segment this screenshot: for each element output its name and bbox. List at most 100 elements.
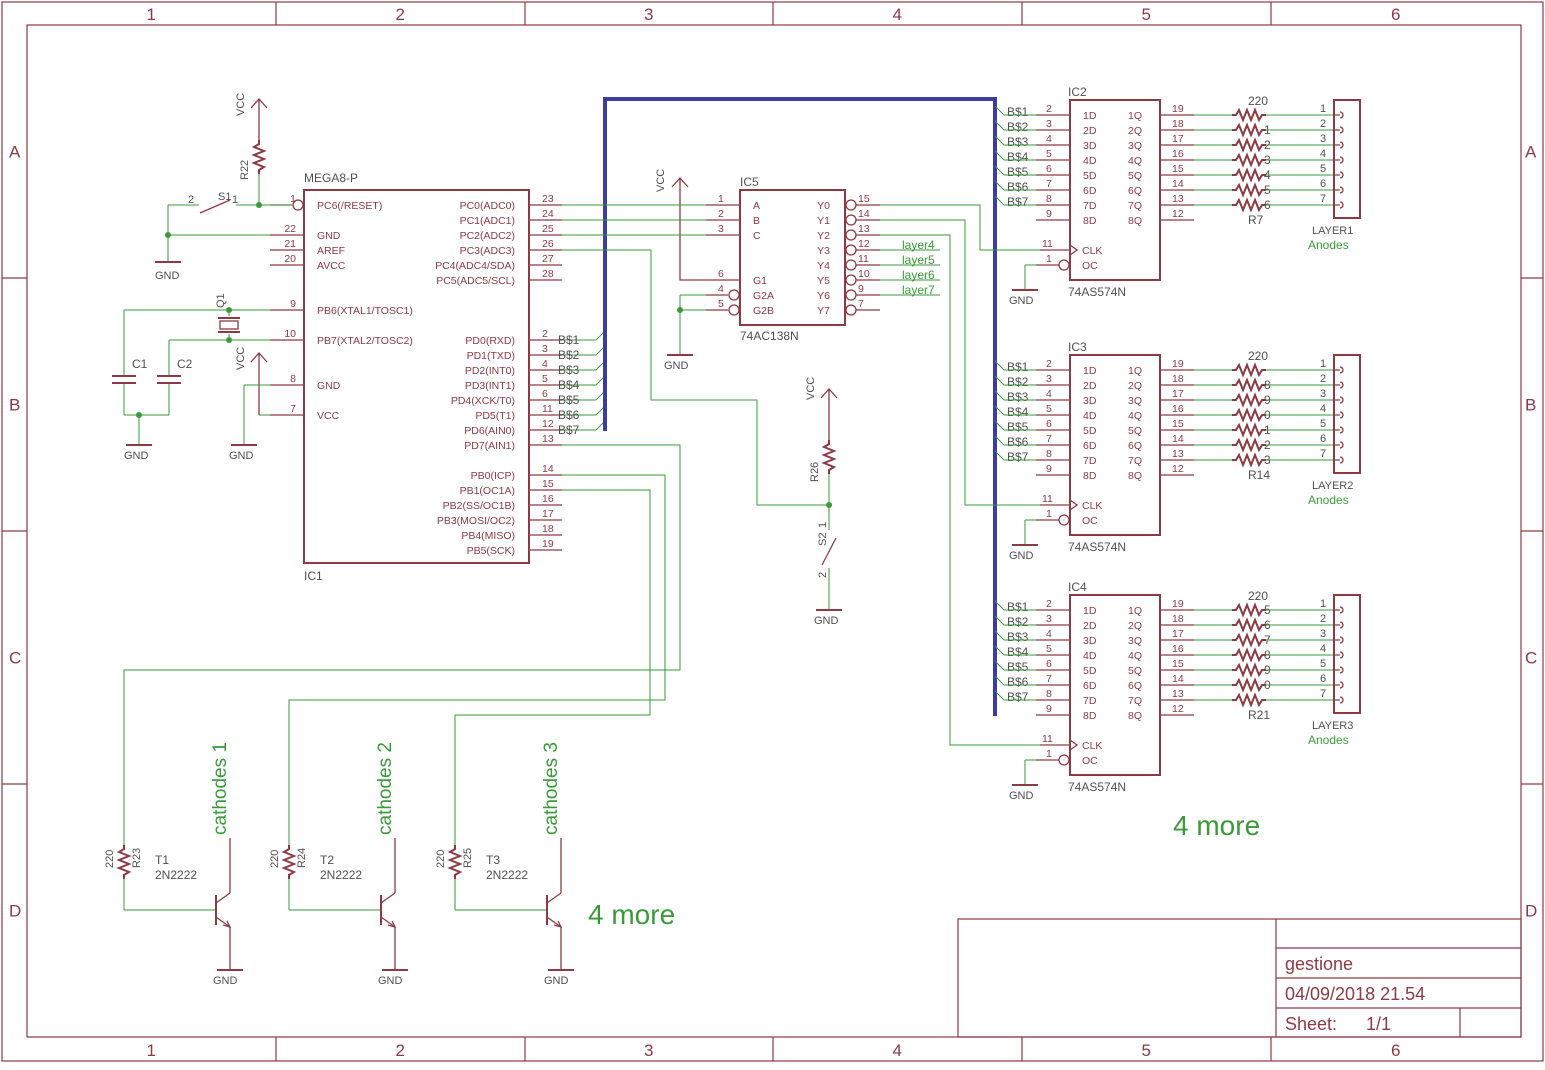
ic5-pin-name: Y4 <box>817 260 830 272</box>
inverted-pin-bubble <box>845 214 857 226</box>
more-transistors-note: 4 more <box>588 899 675 930</box>
latch-pin-number: 18 <box>1172 613 1184 625</box>
title-sheet-value: 1/1 <box>1366 1014 1391 1034</box>
ic5-pin-number: 15 <box>858 193 870 205</box>
layer-net-label: layer7 <box>902 283 935 297</box>
latch-pin-name: 5D <box>1083 665 1097 677</box>
inverted-pin-bubble <box>845 289 857 301</box>
ic1-pin-number: 8 <box>290 373 296 385</box>
latch-pin-name: 6Q <box>1128 680 1142 692</box>
bus-label-ic1: B$1 <box>558 333 580 347</box>
connector-ref: LAYER1 <box>1312 225 1353 237</box>
row-label-left: B <box>9 396 20 415</box>
latch-pin-name: 2Q <box>1128 125 1142 137</box>
connector-pin-number: 3 <box>1320 133 1326 145</box>
ic1-pin-name: PD1(TXD) <box>467 350 515 362</box>
connector-pin <box>1334 201 1344 209</box>
resistor <box>1232 422 1266 438</box>
resistor <box>1232 122 1266 138</box>
ic5-pin-number: 7 <box>858 298 864 310</box>
ic1-pin-name: PD4(XCK/T0) <box>451 395 515 407</box>
connector-body <box>1333 99 1361 219</box>
base-resistor-ref: R24 <box>296 848 308 868</box>
s2-pin1: 1 <box>817 522 829 528</box>
latch-pin-name: 7Q <box>1128 200 1142 212</box>
latch-pin-name: 2D <box>1083 620 1097 632</box>
layer-net-label: layer4 <box>902 238 935 252</box>
latch-pin-name: 1D <box>1083 605 1097 617</box>
resistor <box>1232 392 1266 408</box>
column-label-top: 1 <box>147 5 156 24</box>
latch-pin-name: 8D <box>1083 215 1097 227</box>
connector-pin-number: 6 <box>1320 178 1326 190</box>
latch-pin-number: 9 <box>1046 208 1052 220</box>
ic5-pin-number: 5 <box>718 298 724 310</box>
cathode-label: cathodes 1 <box>210 742 231 835</box>
connector-pin <box>1334 141 1344 149</box>
latch-pin-name: 8Q <box>1128 470 1142 482</box>
latch-pin-number: 13 <box>1172 193 1184 205</box>
column-label-top: 4 <box>893 5 902 24</box>
bus-label-ic1: B$2 <box>558 348 580 362</box>
ic1-pin-number: 26 <box>542 238 554 250</box>
connector-pin <box>1334 456 1344 464</box>
bus-label-latch: B$6 <box>1007 435 1029 449</box>
connector-pin-number: 1 <box>1320 598 1326 610</box>
s1-pin2: 2 <box>188 194 194 206</box>
ic1-mega8: MEGA8-P IC1 1PC6(/RESET)22GND21AREF20AVC… <box>270 171 606 583</box>
column-label-top: 3 <box>644 5 653 24</box>
bus-label-latch: B$1 <box>1007 360 1029 374</box>
resistor <box>1232 692 1266 708</box>
layer-net-label: layer6 <box>902 268 935 282</box>
connector-pin <box>1334 366 1344 374</box>
ic1-ref: IC1 <box>304 569 323 583</box>
latch-pin-number: 3 <box>1046 373 1052 385</box>
latch-ref: IC2 <box>1068 85 1087 99</box>
ic5-pin-name: Y3 <box>817 245 830 257</box>
reset-circuit: VCC R22 S1 2 1 GND <box>155 93 292 282</box>
ic1-pin-name: PD7(AIN1) <box>464 440 515 452</box>
connector-pin-number: 4 <box>1320 643 1326 655</box>
latch-pin-name: 6D <box>1083 440 1097 452</box>
base-resistor <box>116 845 132 879</box>
connector-pin <box>1334 171 1344 179</box>
latch-pin-name: 5Q <box>1128 425 1142 437</box>
inverted-pin-bubble <box>292 199 304 211</box>
latch-pin-name: 3D <box>1083 635 1097 647</box>
connector-body <box>1333 594 1361 714</box>
connector-pin <box>1334 381 1344 389</box>
ic5-pin-name: Y7 <box>817 305 830 317</box>
latch-pin-name: 1D <box>1083 365 1097 377</box>
ic5-pin-name: A <box>753 200 760 212</box>
latch-pin-name: 7D <box>1083 455 1097 467</box>
title-name: gestione <box>1285 954 1353 974</box>
latch-pin-name: 3Q <box>1128 395 1142 407</box>
bus-label-latch: B$7 <box>1007 690 1029 704</box>
ic1-pin-number: 1 <box>290 193 296 205</box>
connector-anodes-label: Anodes <box>1308 238 1349 252</box>
connector-pin <box>1334 606 1344 614</box>
resistor <box>1232 197 1266 213</box>
latch-pin-name: CLK <box>1082 740 1102 752</box>
resistor <box>1232 452 1266 468</box>
c1-label: C1 <box>132 357 148 371</box>
resistor <box>1232 617 1266 633</box>
ic5-pin-number: 14 <box>858 208 870 220</box>
ic5-pin-name: Y0 <box>817 200 830 212</box>
ic5-pin-number: 3 <box>718 223 724 235</box>
bus-label-ic1: B$5 <box>558 393 580 407</box>
ic5-pin-number: 9 <box>858 283 864 295</box>
resistor-ref: R7 <box>1248 213 1264 227</box>
latch-pin-name: 8Q <box>1128 710 1142 722</box>
latch-pin-number: 1 <box>1046 253 1052 265</box>
bus-label-ic1: B$4 <box>558 378 580 392</box>
s2-pin2: 2 <box>817 572 829 578</box>
latch-pin-number: 2 <box>1046 358 1052 370</box>
bus-label-ic1: B$7 <box>558 423 580 437</box>
latch-value: 74AS574N <box>1068 285 1126 299</box>
column-label-top: 5 <box>1142 5 1151 24</box>
ic5-pin-number: 4 <box>718 283 724 295</box>
ic1-pin-number: 2 <box>542 328 548 340</box>
